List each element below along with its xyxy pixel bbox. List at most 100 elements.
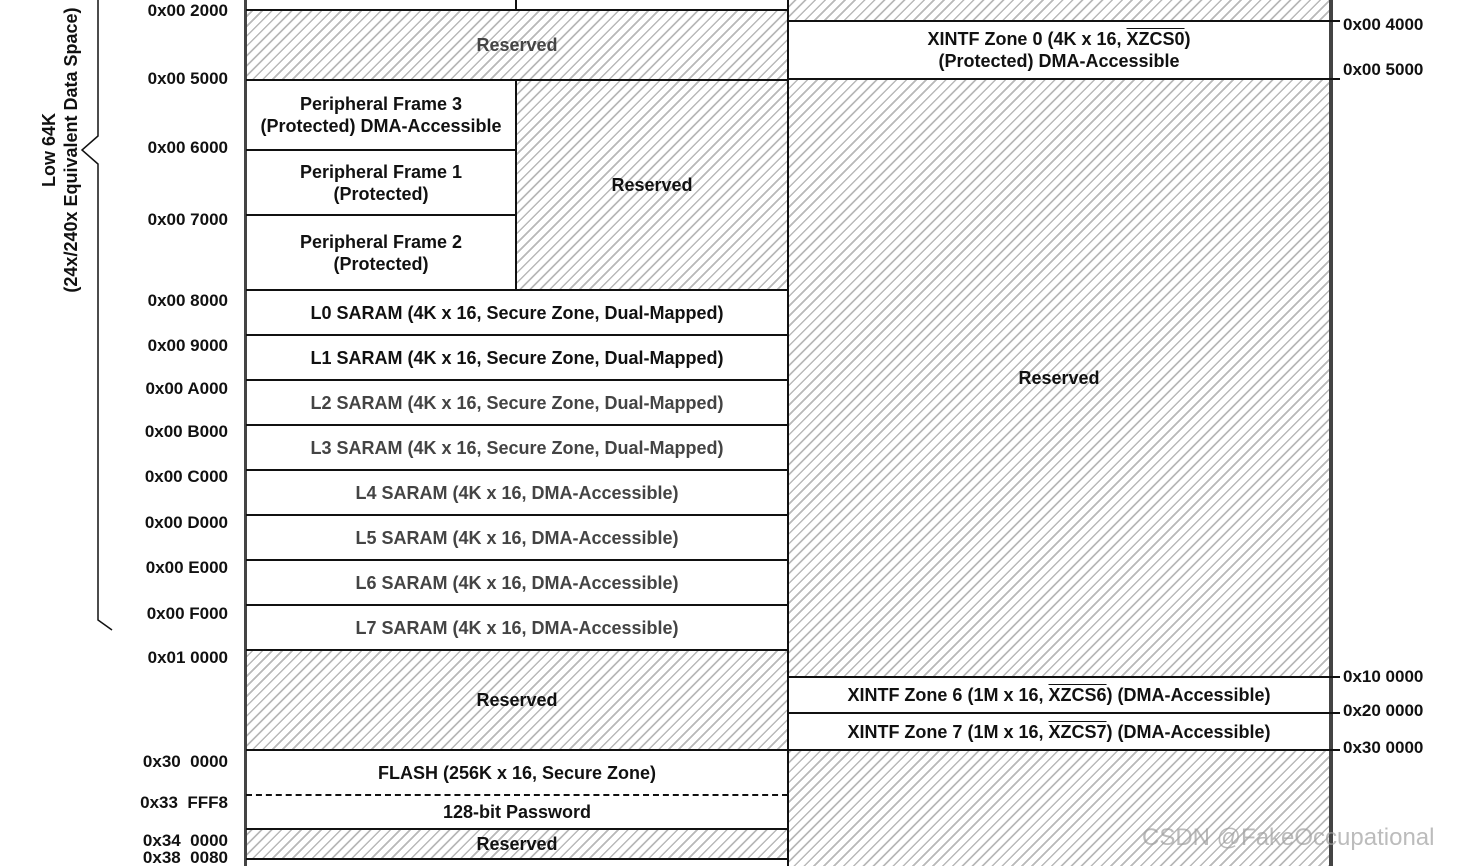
block-label: Reserved — [476, 690, 558, 710]
l2-saram-block: L2 SARAM (4K x 16, Secure Zone, Dual-Map… — [246, 380, 788, 425]
divider-line — [788, 20, 1340, 22]
divider-line — [788, 78, 1340, 80]
address-label: 0x00 5000 — [147, 69, 228, 88]
flash-block: FLASH (256K x 16, Secure Zone) — [246, 750, 788, 795]
peripheral-frame-2-block: Peripheral Frame 2 (Protected) — [246, 215, 516, 290]
block-label: Peripheral Frame 1 — [299, 161, 463, 182]
address-label: 0x00 F000 — [146, 604, 228, 623]
password-block: 128-bit Password — [246, 795, 788, 829]
address-label: 0x00 7000 — [147, 210, 228, 229]
reserved-block: Reserved — [516, 80, 788, 290]
block-label-part: ) — [1184, 29, 1191, 49]
l5-saram-block: L5 SARAM (4K x 16, DMA-Accessible) — [246, 515, 788, 560]
l4-saram-block: L4 SARAM (4K x 16, DMA-Accessible) — [246, 470, 788, 515]
block-label: L2 SARAM (4K x 16, Secure Zone, Dual-Map… — [310, 392, 724, 413]
block-label: L3 SARAM (4K x 16, Secure Zone, Dual-Map… — [310, 437, 724, 458]
watermark-text: CSDN @FakeOccupational — [1142, 824, 1435, 851]
block-label: (Protected) — [333, 253, 429, 274]
divider-line — [246, 379, 788, 381]
block-label: XINTF Zone 7 (1M x 16, XZCS7) (DMA-Acces… — [847, 721, 1270, 743]
block-label: (Protected) DMA-Accessible — [938, 51, 1180, 71]
reserved-block: Reserved — [788, 79, 1330, 677]
divider-line — [246, 559, 788, 561]
xintf-zone0-block: XINTF Zone 0 (4K x 16, XZCS0) (Protected… — [788, 21, 1330, 79]
divider-line — [246, 604, 788, 606]
address-label: 0x00 4000 — [1343, 15, 1424, 34]
reserved-block: Reserved — [246, 10, 788, 80]
block-label: Peripheral Frame 2 — [299, 231, 463, 252]
address-label: 0x34 0000 — [142, 831, 228, 850]
column-divider-line — [787, 0, 789, 866]
block-label: XINTF Zone 6 (1M x 16, XZCS6) (DMA-Acces… — [847, 684, 1270, 706]
divider-line — [515, 80, 517, 290]
block-label-part: XINTF Zone 6 (1M x 16, — [847, 685, 1049, 705]
block-label: L7 SARAM (4K x 16, DMA-Accessible) — [355, 617, 679, 638]
block-label: L6 SARAM (4K x 16, DMA-Accessible) — [355, 572, 679, 593]
brace-icon — [80, 0, 113, 631]
block-label: 128-bit Password — [442, 802, 592, 822]
address-label: 0x10 0000 — [1343, 667, 1424, 686]
divider-line — [246, 828, 788, 830]
address-label: 0x20 0000 — [1343, 701, 1424, 720]
memory-block-partial — [246, 859, 788, 866]
divider-line — [246, 79, 788, 81]
address-label: 0x30 0000 — [1343, 738, 1424, 757]
divider-line — [515, 0, 517, 10]
l0-saram-block: L0 SARAM (4K x 16, Secure Zone, Dual-Map… — [246, 290, 788, 335]
address-label: 0x00 B000 — [144, 422, 228, 441]
block-label: (Protected) DMA-Accessible — [260, 116, 502, 136]
address-label: 0x00 8000 — [147, 291, 228, 310]
peripheral-frame-1-block: Peripheral Frame 1 (Protected) — [246, 150, 516, 215]
reserved-block: Reserved — [246, 650, 788, 750]
dashed-divider-line — [246, 794, 788, 796]
address-label: 0x01 0000 — [147, 648, 228, 667]
peripheral-frame-3-block: Peripheral Frame 3 (Protected) DMA-Acces… — [246, 80, 516, 150]
chip-select-signal: XZCS0 — [1126, 29, 1185, 49]
xintf-zone7-block: XINTF Zone 7 (1M x 16, XZCS7) (DMA-Acces… — [788, 713, 1330, 750]
block-label-part: ) (DMA-Accessible) — [1106, 685, 1271, 705]
address-label: 0x30 0000 — [142, 752, 228, 771]
block-label: L0 SARAM (4K x 16, Secure Zone, Dual-Map… — [310, 302, 724, 323]
divider-line — [246, 858, 788, 860]
left-border-line — [244, 0, 247, 866]
right-border-line — [1329, 0, 1333, 866]
divider-line — [246, 214, 516, 216]
reserved-block-partial — [788, 0, 1330, 21]
divider-line — [246, 424, 788, 426]
block-label-part: XINTF Zone 7 (1M x 16, — [847, 721, 1049, 742]
address-label: 0x38 0080 — [142, 848, 228, 867]
memory-block-partial — [246, 0, 516, 10]
address-label: 0x00 D000 — [144, 513, 228, 532]
block-label: XINTF Zone 0 (4K x 16, XZCS0) — [927, 28, 1190, 50]
data-space-label-line1: Low 64K — [39, 113, 59, 188]
divider-line — [246, 469, 788, 471]
l7-saram-block: L7 SARAM (4K x 16, DMA-Accessible) — [246, 605, 788, 650]
block-label: Reserved — [476, 35, 558, 55]
divider-line — [788, 749, 1340, 751]
divider-line — [246, 289, 788, 291]
reserved-block-partial — [788, 750, 1330, 866]
address-label: 0x33 FFF8 — [140, 793, 228, 812]
l1-saram-block: L1 SARAM (4K x 16, Secure Zone, Dual-Map… — [246, 335, 788, 380]
divider-line — [246, 649, 788, 651]
block-label: Reserved — [611, 175, 693, 195]
address-label: 0x00 E000 — [145, 558, 228, 577]
address-label: 0x00 9000 — [147, 336, 228, 355]
block-label-part: ) (DMA-Accessible) — [1106, 721, 1271, 742]
chip-select-signal: XZCS7 — [1048, 721, 1107, 742]
divider-line — [788, 676, 1340, 678]
address-label: 0x00 C000 — [144, 467, 228, 486]
block-label-part: XINTF Zone 0 (4K x 16, — [927, 29, 1127, 49]
block-label: Reserved — [1018, 368, 1100, 388]
l3-saram-block: L3 SARAM (4K x 16, Secure Zone, Dual-Map… — [246, 425, 788, 470]
block-label: L5 SARAM (4K x 16, DMA-Accessible) — [355, 527, 679, 548]
divider-line — [246, 514, 788, 516]
reserved-block: Reserved — [246, 829, 788, 859]
block-label: L4 SARAM (4K x 16, DMA-Accessible) — [355, 482, 679, 503]
block-label: Peripheral Frame 3 — [299, 94, 463, 114]
block-label: Reserved — [476, 834, 558, 854]
block-label: FLASH (256K x 16, Secure Zone) — [377, 762, 657, 783]
divider-line — [788, 712, 1340, 714]
divider-line — [246, 149, 516, 151]
chip-select-signal: XZCS6 — [1048, 685, 1107, 705]
